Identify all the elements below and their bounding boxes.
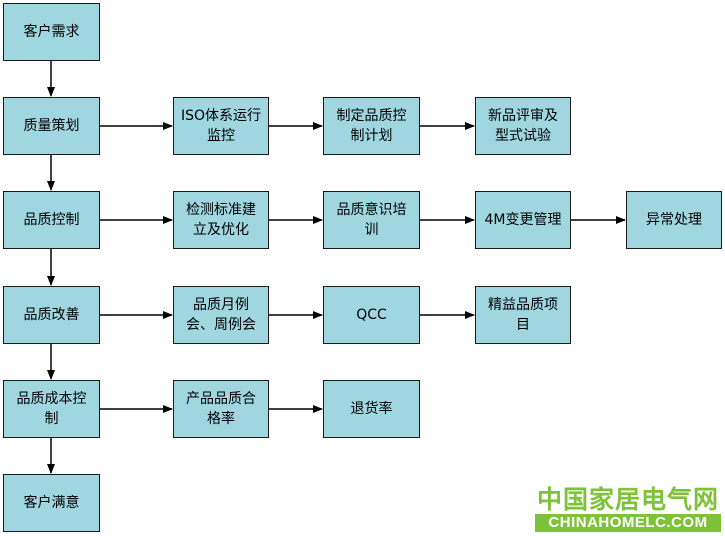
node-exception-handling: 异常处理 [626, 191, 722, 249]
node-iso-monitoring: ISO体系运行监控 [173, 97, 269, 155]
node-label: 客户满意 [23, 495, 80, 511]
node-quality-meetings: 品质月例会、周例会 [173, 286, 269, 344]
node-label: 品质意识培训 [336, 202, 407, 238]
watermark-cn-text: 中国家居电气网 [536, 486, 719, 514]
node-label: 退货率 [350, 401, 393, 417]
node-control-plan: 制定品质控制计划 [323, 97, 420, 155]
node-qcc: QCC [323, 286, 420, 344]
node-label: 质量策划 [23, 118, 80, 134]
node-label: 客户需求 [23, 24, 80, 40]
node-quality-improvement: 品质改善 [3, 286, 100, 344]
node-label: 新品评审及型式试验 [488, 108, 558, 144]
watermark-en-text: CHINAHOMELC.COM [535, 514, 721, 532]
node-4m-change-management: 4M变更管理 [475, 191, 571, 249]
node-quality-planning: 质量策划 [3, 97, 100, 155]
node-label: 品质成本控制 [16, 391, 87, 427]
node-lean-quality-project: 精益品质项目 [475, 286, 571, 344]
node-label: 制定品质控制计划 [336, 108, 407, 144]
node-label: 品质改善 [23, 307, 80, 323]
node-quality-cost-control: 品质成本控制 [3, 380, 100, 438]
node-label: 产品品质合格率 [186, 391, 256, 427]
node-label: 品质控制 [23, 212, 80, 228]
node-quality-awareness-training: 品质意识培训 [323, 191, 420, 249]
node-pass-rate: 产品品质合格率 [173, 380, 269, 438]
node-label: 4M变更管理 [484, 212, 562, 228]
node-label: 品质月例会、周例会 [186, 297, 256, 333]
node-customer-satisfaction: 客户满意 [3, 474, 100, 532]
node-label: QCC [356, 307, 387, 323]
node-label: 异常处理 [646, 212, 702, 228]
node-new-product-review: 新品评审及型式试验 [475, 97, 571, 155]
node-inspection-standards: 检测标准建立及优化 [173, 191, 269, 249]
watermark-logo: 中国家居电气网 CHINAHOMELC.COM [535, 486, 721, 532]
node-label: 精益品质项目 [488, 297, 558, 333]
node-return-rate: 退货率 [323, 380, 420, 438]
node-label: ISO体系运行监控 [180, 108, 262, 144]
node-customer-demand: 客户需求 [3, 3, 100, 61]
node-label: 检测标准建立及优化 [186, 202, 256, 238]
node-quality-control: 品质控制 [3, 191, 100, 249]
